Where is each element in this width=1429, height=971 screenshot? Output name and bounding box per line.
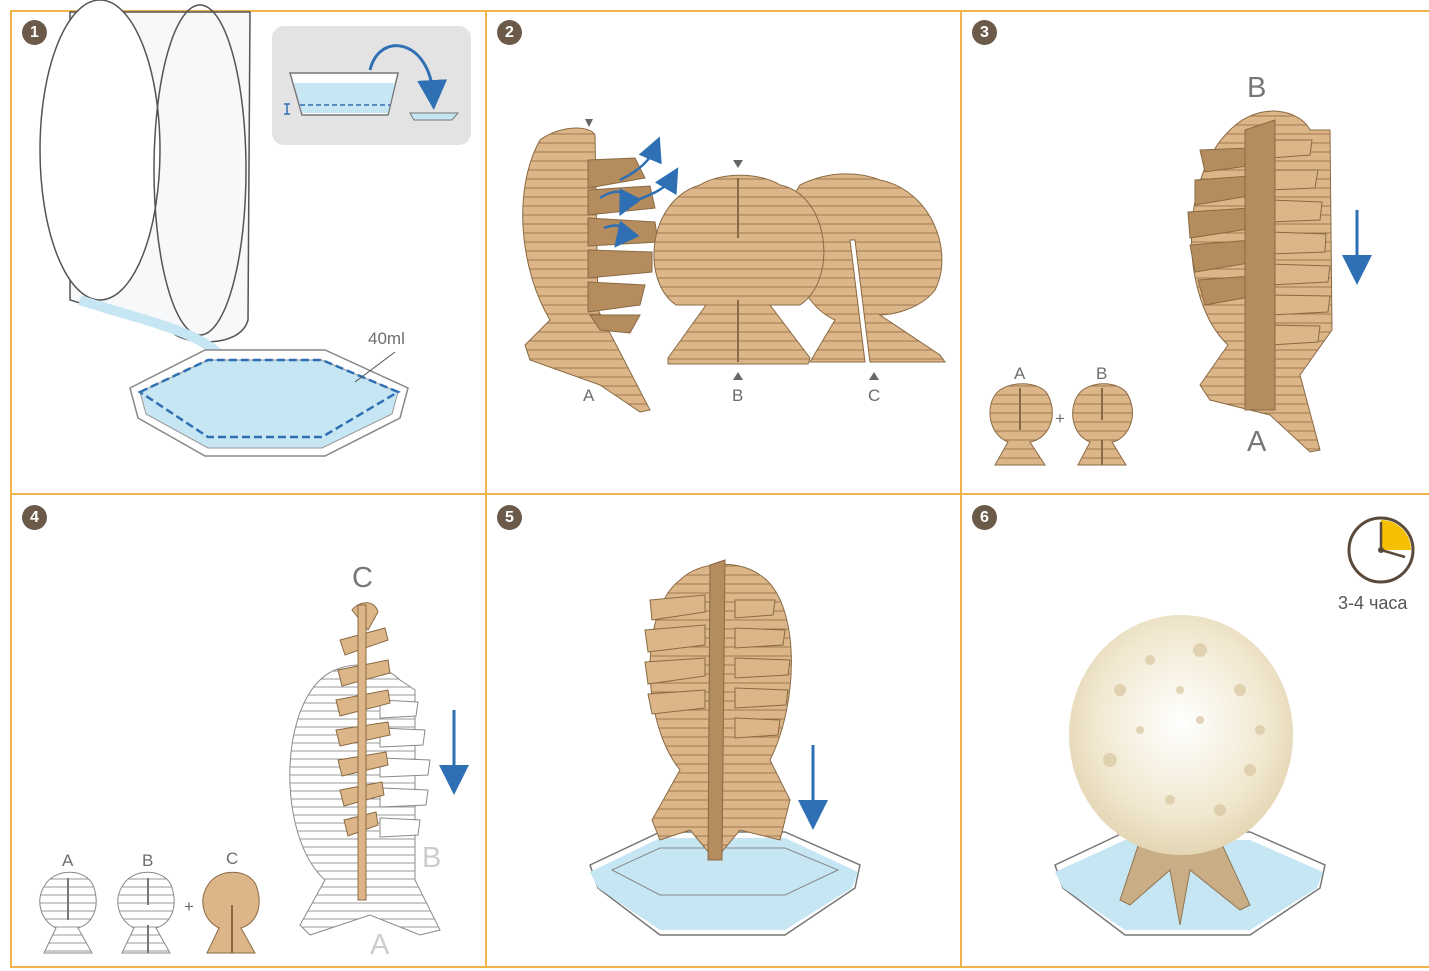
step4-bottom-label: A xyxy=(370,931,389,960)
step4-mini-label-a: A xyxy=(62,852,73,869)
step-number-6: 6 xyxy=(972,505,997,530)
step3-bottom-label: A xyxy=(1247,428,1266,457)
step-number-3: 3 xyxy=(972,20,997,45)
step3-top-label: B xyxy=(1247,74,1266,103)
step4-plus: + xyxy=(184,898,194,915)
step3-illustration xyxy=(990,111,1357,465)
step1-illustration xyxy=(40,0,471,456)
piece-label-a: A xyxy=(583,387,594,404)
clock-icon xyxy=(1349,518,1413,582)
piece-label-c: C xyxy=(868,387,880,404)
step5-illustration xyxy=(590,560,860,935)
step-number-5: 5 xyxy=(497,505,522,530)
mini-pieces-abc xyxy=(40,872,259,953)
step6-illustration xyxy=(1055,518,1413,935)
step-number-4: 4 xyxy=(22,505,47,530)
step4-illustration xyxy=(40,603,454,953)
step4-side-label: B xyxy=(422,844,441,873)
volume-label: 40ml xyxy=(368,330,405,347)
step-number-2: 2 xyxy=(497,20,522,45)
step4-mini-label-b: B xyxy=(142,852,153,869)
step2-illustration xyxy=(523,119,945,412)
duration-label: 3-4 часа xyxy=(1338,593,1407,614)
step4-top-label: C xyxy=(352,564,373,593)
step3-mini-label-b: B xyxy=(1096,365,1107,382)
step3-plus: + xyxy=(1055,410,1065,427)
step-number-1: 1 xyxy=(22,20,47,45)
step4-mini-label-c: C xyxy=(226,850,238,867)
piece-label-b: B xyxy=(732,387,743,404)
crystal-ball xyxy=(1069,615,1293,855)
step3-mini-label-a: A xyxy=(1014,365,1025,382)
